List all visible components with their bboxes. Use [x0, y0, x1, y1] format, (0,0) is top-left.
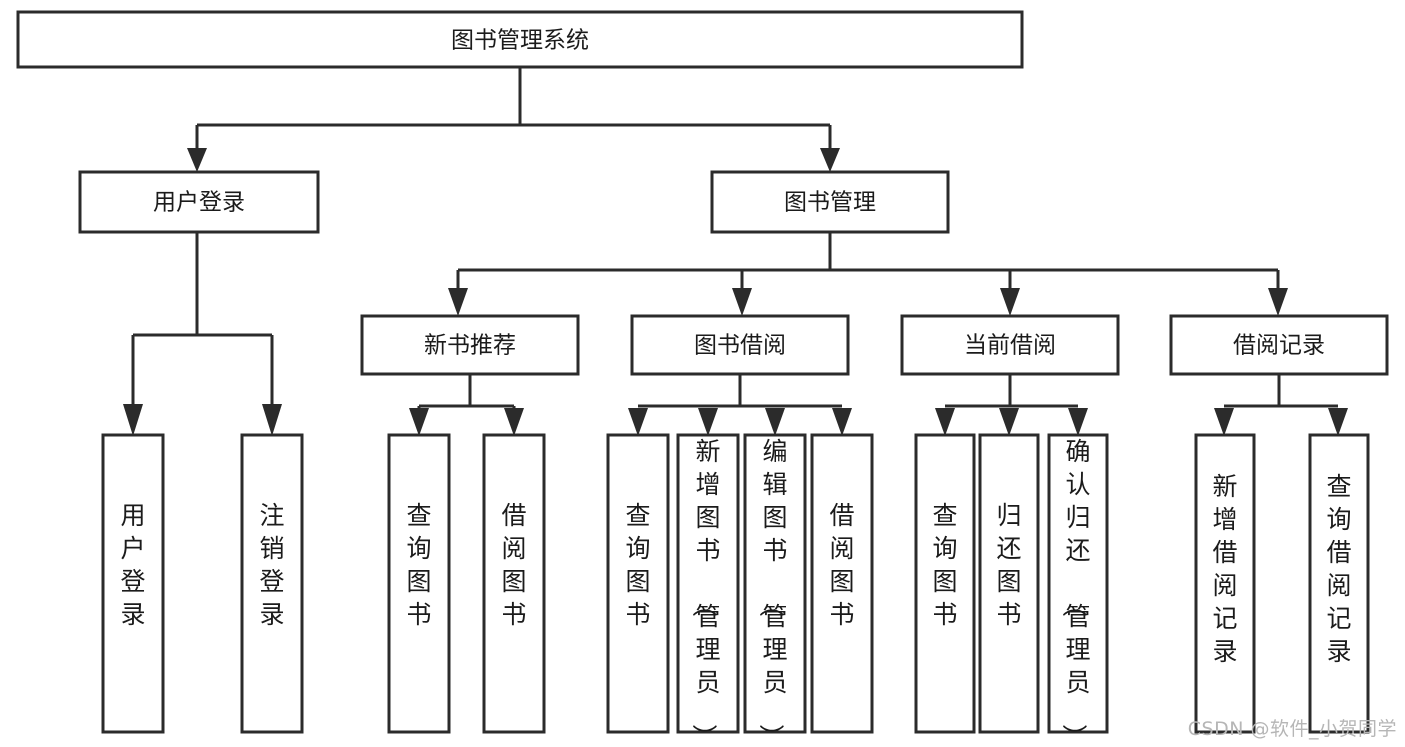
- arrow-head-icon: [628, 408, 648, 436]
- arrow-head-icon: [504, 408, 524, 436]
- leaf-box: [1308, 433, 1370, 734]
- arrow-head-icon: [698, 408, 718, 436]
- leaf-box: [1194, 433, 1256, 734]
- node-box-root: [16, 10, 1024, 69]
- leaf-label-query-book: 查询图书: [932, 501, 957, 629]
- leaf-label-edit-book-admin: 编辑图书（管理员）: [756, 437, 787, 747]
- arrow-head-icon: [448, 288, 468, 316]
- leaf-box: [482, 433, 546, 734]
- node-label-user-login: 用户登录: [153, 190, 245, 216]
- arrow-head-icon: [1000, 288, 1020, 316]
- node-label-book-management: 图书管理: [784, 190, 876, 216]
- node-new-book-recommend[interactable]: 新书推荐: [360, 314, 580, 376]
- leaf-box: [743, 433, 807, 734]
- leaf-box: [240, 433, 304, 734]
- node-label-borrow-record: 借阅记录: [1233, 333, 1325, 359]
- leaf-new-book-query[interactable]: 查询图书: [387, 433, 451, 734]
- leaf-label-borrow-book: 借阅图书: [501, 501, 526, 629]
- leaf-label-add-book-admin: 新增图书（管理员）: [689, 437, 720, 747]
- leaf-book-borrow-edit[interactable]: 编辑图书（管理员）: [743, 433, 807, 747]
- leaf-box: [606, 433, 670, 734]
- arrow-head-icon: [187, 148, 207, 172]
- node-box-borrow-record: [1169, 314, 1389, 376]
- leaf-box: [810, 433, 874, 734]
- leaf-label-logout: 注销登录: [259, 501, 284, 629]
- leaf-label-query-book: 查询图书: [625, 501, 650, 629]
- node-book-borrow[interactable]: 图书借阅: [630, 314, 850, 376]
- node-box-book-borrow: [630, 314, 850, 376]
- connector-layer: [123, 67, 1348, 436]
- node-box-current-borrow: [900, 314, 1120, 376]
- leaf-box: [676, 433, 740, 734]
- leaf-book-borrow-add[interactable]: 新增图书（管理员）: [676, 433, 740, 747]
- arrow-head-icon: [765, 408, 785, 436]
- arrow-head-icon: [732, 288, 752, 316]
- node-root-book-management-system[interactable]: 图书管理系统: [16, 10, 1024, 69]
- leaf-label-borrow-book: 借阅图书: [829, 501, 854, 629]
- node-book-management[interactable]: 图书管理: [710, 170, 950, 234]
- leaf-label-user-login: 用户登录: [120, 501, 145, 629]
- arrow-head-icon: [832, 408, 852, 436]
- leaf-label-query-borrow-record: 查询借阅记录: [1326, 472, 1351, 666]
- node-label-new-book-recommend: 新书推荐: [424, 333, 516, 359]
- node-box-new-book-recommend: [360, 314, 580, 376]
- leaf-label-confirm-return-admin: 确认归还（管理员）: [1059, 437, 1090, 747]
- leaf-box: [387, 433, 451, 734]
- leaf-borrow-record-query[interactable]: 查询借阅记录: [1308, 433, 1370, 734]
- node-label-current-borrow: 当前借阅: [964, 333, 1056, 359]
- leaf-borrow-record-add[interactable]: 新增借阅记录: [1194, 433, 1256, 734]
- leaf-user-login-logout[interactable]: 注销登录: [240, 433, 304, 734]
- leaf-current-borrow-confirm[interactable]: 确认归还（管理员）: [1047, 433, 1109, 747]
- watermark-csdn: CSDN @软件_小贺同学: [1187, 718, 1397, 740]
- arrow-head-icon: [1328, 408, 1348, 436]
- arrow-head-icon: [935, 408, 955, 436]
- arrow-head-icon: [1268, 288, 1288, 316]
- arrow-head-icon: [123, 404, 143, 436]
- leaf-book-borrow-query[interactable]: 查询图书: [606, 433, 670, 734]
- node-user-login[interactable]: 用户登录: [78, 170, 320, 234]
- arrow-head-icon: [999, 408, 1019, 436]
- node-box-book-management: [710, 170, 950, 234]
- leaf-label-query-book: 查询图书: [406, 501, 431, 629]
- arrow-head-icon: [1068, 408, 1088, 436]
- node-label-book-borrow: 图书借阅: [694, 333, 786, 359]
- leaf-box: [1047, 433, 1109, 734]
- leaf-book-borrow-borrow[interactable]: 借阅图书: [810, 433, 874, 734]
- leaf-box: [978, 433, 1040, 734]
- leaf-label-return-book: 归还图书: [996, 501, 1021, 629]
- node-label-root: 图书管理系统: [451, 28, 589, 54]
- node-current-borrow[interactable]: 当前借阅: [900, 314, 1120, 376]
- leaf-label-add-borrow-record: 新增借阅记录: [1212, 472, 1237, 666]
- arrow-head-icon: [262, 404, 282, 436]
- leaf-user-login-login[interactable]: 用户登录: [101, 433, 165, 734]
- leaf-current-borrow-return[interactable]: 归还图书: [978, 433, 1040, 734]
- leaf-box: [914, 433, 976, 734]
- arrow-head-icon: [1214, 408, 1234, 436]
- leaf-current-borrow-query[interactable]: 查询图书: [914, 433, 976, 734]
- arrow-head-icon: [409, 408, 429, 436]
- arrow-head-icon: [820, 148, 840, 172]
- leaf-box: [101, 433, 165, 734]
- node-box-user-login: [78, 170, 320, 234]
- node-borrow-record[interactable]: 借阅记录: [1169, 314, 1389, 376]
- leaf-new-book-borrow[interactable]: 借阅图书: [482, 433, 546, 734]
